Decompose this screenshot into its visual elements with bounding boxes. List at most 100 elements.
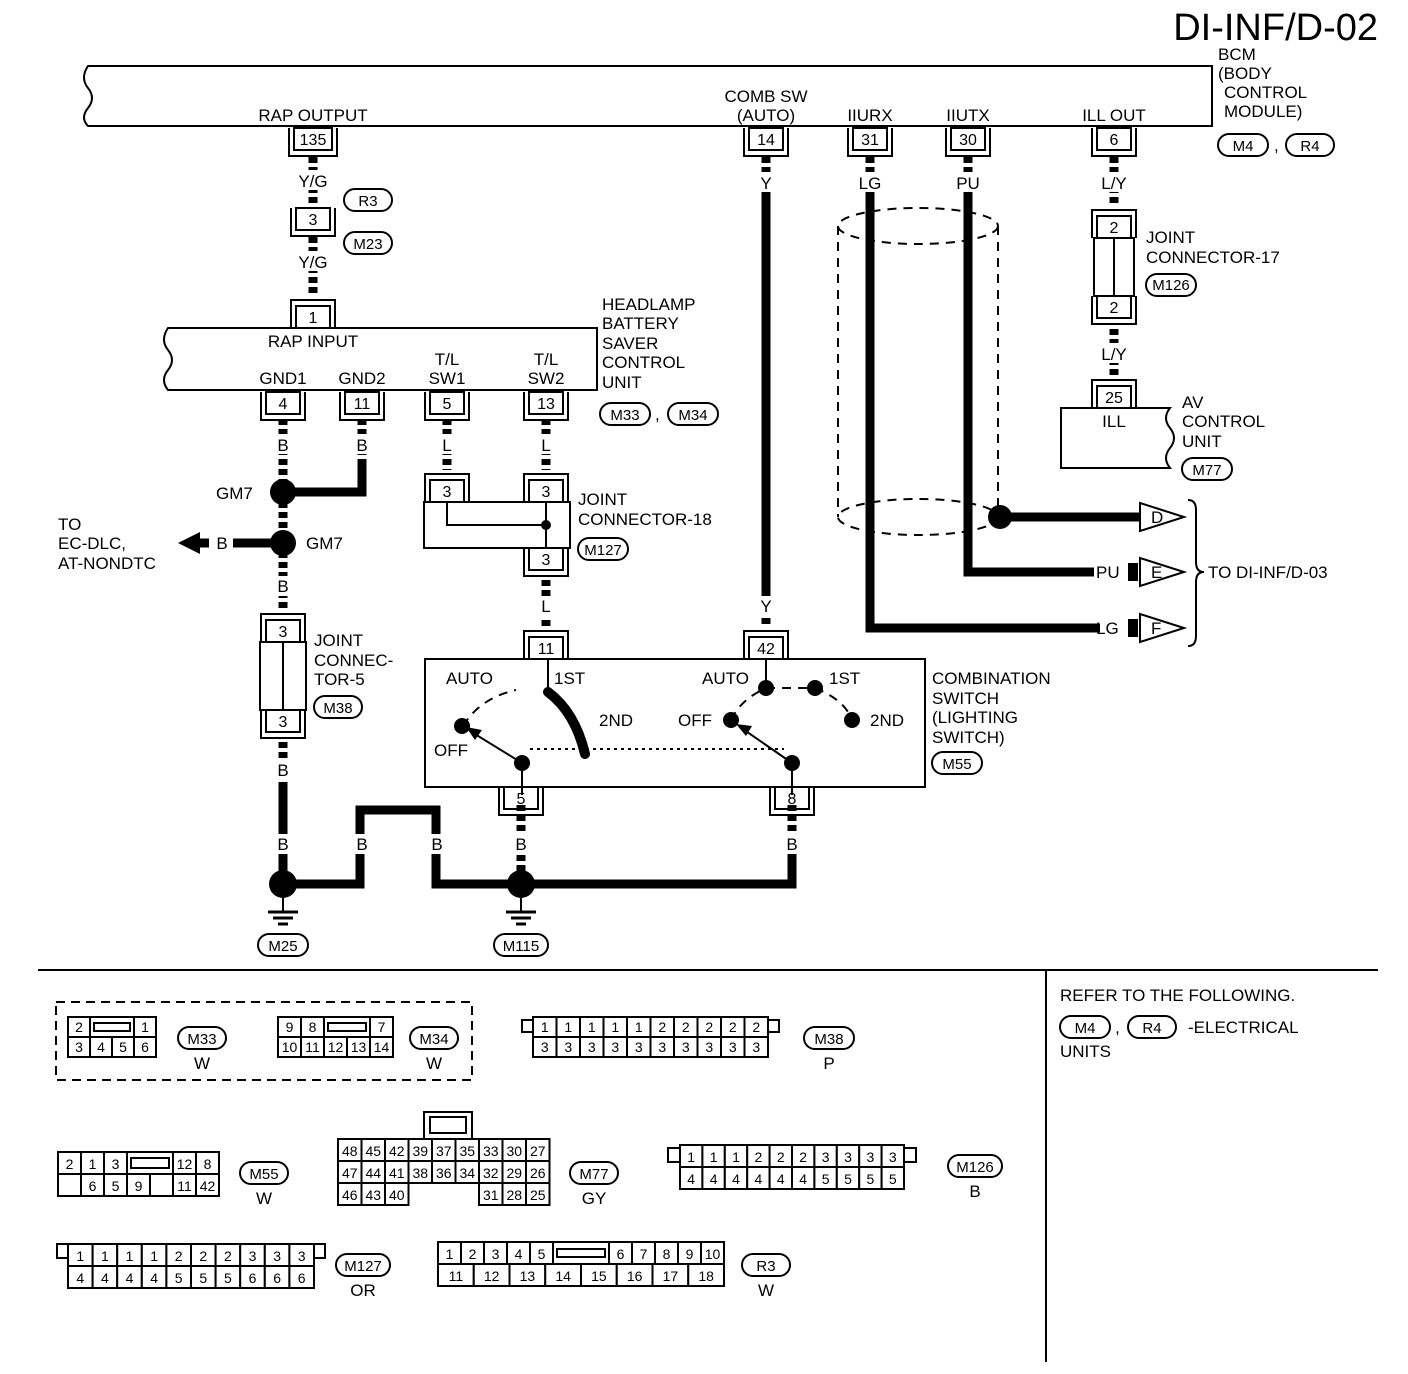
joint18-pin-1-number: 3 — [443, 484, 452, 501]
bcm-pin-30-number: 30 — [959, 132, 977, 149]
av-name-2: CONTROL — [1182, 412, 1265, 431]
m77-face-cavity: 27 — [530, 1143, 546, 1159]
m127-face-cavity: 5 — [175, 1270, 183, 1286]
comb-switch-name-1: COMBINATION — [932, 669, 1051, 688]
m126-face-cavity: 5 — [867, 1171, 875, 1187]
joint18-name-2: CONNECTOR-18 — [578, 510, 712, 529]
headlamp-pin-5-number: 5 — [443, 396, 452, 413]
headlamp-ref-m33: M33 — [610, 407, 639, 424]
m127-face-cavity: 1 — [150, 1248, 158, 1264]
wire-label-l-y-1: L/Y — [1101, 174, 1127, 193]
r3-cavity: 1 — [446, 1246, 454, 1262]
m38-face-cavity: 3 — [752, 1039, 760, 1055]
bcm-pin-31: 31 — [847, 127, 893, 157]
wire-label-l-y-2: L/Y — [1101, 345, 1127, 364]
headlamp-pin-4: 4 — [260, 391, 306, 421]
headlamp-name-1: HEADLAMP — [602, 295, 696, 314]
m77-face-cavity: 41 — [389, 1165, 405, 1181]
refer-suffix: -ELECTRICAL — [1188, 1018, 1299, 1037]
m77-face-cavity: 40 — [389, 1187, 405, 1203]
m34-face-cavity: 10 — [282, 1039, 298, 1055]
m34-face-cavity: 9 — [286, 1019, 294, 1035]
inline-connector-pin: 3 — [290, 207, 336, 237]
r3-cavity: 18 — [698, 1268, 714, 1284]
wire-label-pu-1: PU — [956, 174, 980, 193]
m77-face-cavity: 32 — [483, 1165, 499, 1181]
m77-face-cavity: 25 — [530, 1187, 546, 1203]
joint5-name-3: TOR-5 — [314, 670, 365, 689]
wire-label-joint5-in: B — [277, 577, 288, 596]
comb-switch-ref: M55 — [942, 756, 971, 773]
r3-cavity: 16 — [627, 1268, 643, 1284]
tl-sw2-label-1: T/L — [534, 350, 559, 369]
to-ec-dlc-2: EC-DLC, — [58, 534, 126, 553]
m126-face-cavity: 2 — [799, 1149, 807, 1165]
headlamp-name-3: SAVER — [602, 334, 658, 353]
refer-ref-r4: R4 — [1142, 1020, 1161, 1037]
m127-face-cavity: 3 — [298, 1248, 306, 1264]
m126-face-cavity: 3 — [844, 1149, 852, 1165]
m127-face-cavity: 4 — [101, 1270, 109, 1286]
joint18-pin-3-number: 3 — [542, 552, 551, 569]
m33-face-cavity: 2 — [75, 1019, 83, 1035]
m38-face-cavity: 3 — [635, 1039, 643, 1055]
m38-tag-ref: M38 — [814, 1031, 843, 1048]
r3-cavity: 14 — [555, 1268, 571, 1284]
to-ec-dlc-3: AT-NONDTC — [58, 554, 156, 573]
av-pin-25: 25 — [1091, 379, 1137, 409]
r3-cavity: 12 — [484, 1268, 500, 1284]
refer-heading: REFER TO THE FOLLOWING. — [1060, 986, 1295, 1005]
av-name-1: AV — [1182, 393, 1204, 412]
m55-face-cavity: 3 — [112, 1156, 120, 1172]
m34-face-cavity: 13 — [351, 1039, 367, 1055]
bcm-module: BCM (BODY CONTROL MODULE) M4 , R4 RAP OU… — [83, 45, 1335, 157]
m38-face-cavity: 2 — [705, 1019, 713, 1035]
wire-label-gnd2: B — [356, 436, 367, 455]
joint17-pin-top-number: 2 — [1110, 220, 1119, 237]
m33-face-cavity: 1 — [141, 1019, 149, 1035]
inline-connector: R3 M23 — [343, 188, 393, 255]
m55-face-cavity: 42 — [200, 1178, 216, 1194]
switch-left-off: OFF — [434, 741, 468, 760]
wire-label-lg-1: LG — [859, 174, 882, 193]
m55-face-cavity: 1 — [89, 1156, 97, 1172]
joint17-pin-bottom-number: 2 — [1110, 300, 1119, 317]
m127-face-cavity: 2 — [199, 1248, 207, 1264]
headlamp-name-2: BATTERY — [602, 314, 679, 333]
m127-face-cavity: 5 — [199, 1270, 207, 1286]
bcm-name-1: BCM — [1218, 45, 1256, 64]
bcm-name-4: MODULE) — [1224, 102, 1302, 121]
m126-face-cavity: 4 — [755, 1171, 763, 1187]
wire-label-ground-4: B — [515, 835, 526, 854]
joint5-name-2: CONNEC- — [314, 651, 393, 670]
m38-face-cavity: 3 — [541, 1039, 549, 1055]
comb-switch-name-3: (LIGHTING — [932, 708, 1018, 727]
r3-cavity: 6 — [617, 1246, 625, 1262]
m55-tag-ref: M55 — [249, 1166, 278, 1183]
comb-switch-pin-5-number: 5 — [517, 791, 526, 808]
m126-face-cavity: 1 — [687, 1149, 695, 1165]
joint17-name-1: JOINT — [1146, 228, 1195, 247]
m77-face-cavity: 30 — [506, 1143, 522, 1159]
joint5-ref: M38 — [323, 700, 352, 717]
m55-face-cavity: 12 — [177, 1156, 193, 1172]
wire-label-ground-2: B — [356, 835, 367, 854]
m33-tag-color: W — [194, 1054, 210, 1073]
bcm-rap-output-label: RAP OUTPUT — [258, 106, 367, 125]
m77-face-cavity: 38 — [412, 1165, 428, 1181]
bcm-pin-135: 135 — [288, 127, 338, 157]
joint-connector-18: JOINT CONNECTOR-18 M127 — [423, 490, 712, 561]
arrow-d-letter: D — [1151, 508, 1163, 527]
m126-face-cavity: 4 — [777, 1171, 785, 1187]
wire-label-y-1: Y — [760, 174, 771, 193]
m38-face-cavity: 1 — [588, 1019, 596, 1035]
bcm-pin-135-number: 135 — [300, 132, 327, 149]
bcm-pin-14-number: 14 — [757, 132, 775, 149]
m127-face-cavity: 1 — [76, 1248, 84, 1264]
